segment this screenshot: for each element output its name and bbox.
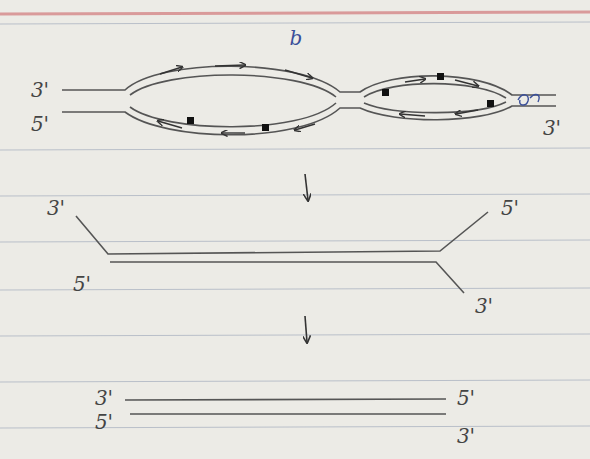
- dna-duplex-ends: [76, 212, 488, 293]
- paper-rules: [0, 12, 590, 428]
- strand-end-label: 5': [73, 274, 91, 294]
- strand-end-label: 5': [31, 114, 49, 134]
- replication-bubbles: [62, 66, 556, 135]
- strand-end-label: 3': [475, 296, 493, 316]
- strand-end-label: 3': [47, 198, 65, 218]
- strand-end-label: 5': [95, 412, 113, 432]
- ink-scribble: [518, 95, 539, 106]
- strand-end-label: 3': [95, 388, 113, 408]
- direction-arrows: [158, 65, 478, 133]
- strand-end-label: b: [290, 28, 303, 48]
- strand-end-label: 3': [31, 80, 49, 100]
- primer-marks: [187, 73, 494, 131]
- strand-end-label: 3': [457, 426, 475, 446]
- strand-end-label: 3': [543, 118, 561, 138]
- margin-line: [0, 12, 590, 14]
- strand-end-label: 5': [457, 388, 475, 408]
- dna-duplex: [125, 399, 446, 414]
- strand-end-label: 5': [501, 198, 519, 218]
- process-arrows: [305, 174, 308, 342]
